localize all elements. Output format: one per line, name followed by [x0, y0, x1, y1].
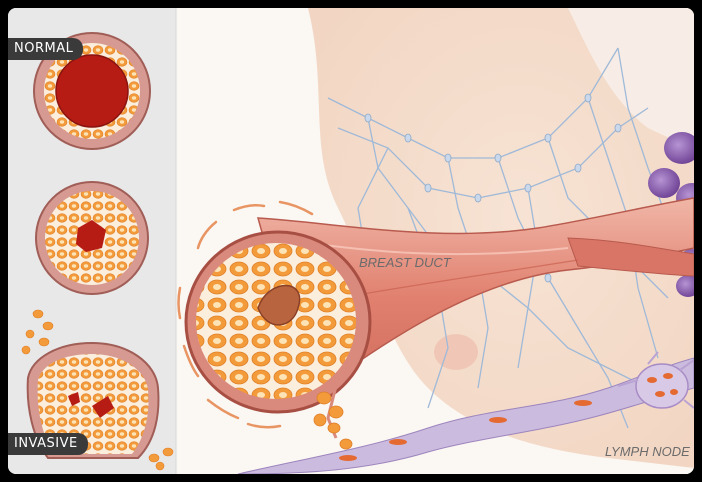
illustration-stage: NORMAL INVASIVE BREAST DUCT LYMPH NODE	[8, 8, 694, 474]
normal-label: NORMAL	[8, 38, 83, 60]
anatomy-illustration	[8, 8, 694, 474]
in-situ-duct-cross-section-icon	[36, 182, 148, 294]
nipple-area	[434, 334, 478, 370]
breast-duct-label: BREAST DUCT	[359, 255, 451, 270]
lymph-node-label: LYMPH NODE	[605, 444, 690, 459]
invasive-label: INVASIVE	[8, 433, 88, 455]
